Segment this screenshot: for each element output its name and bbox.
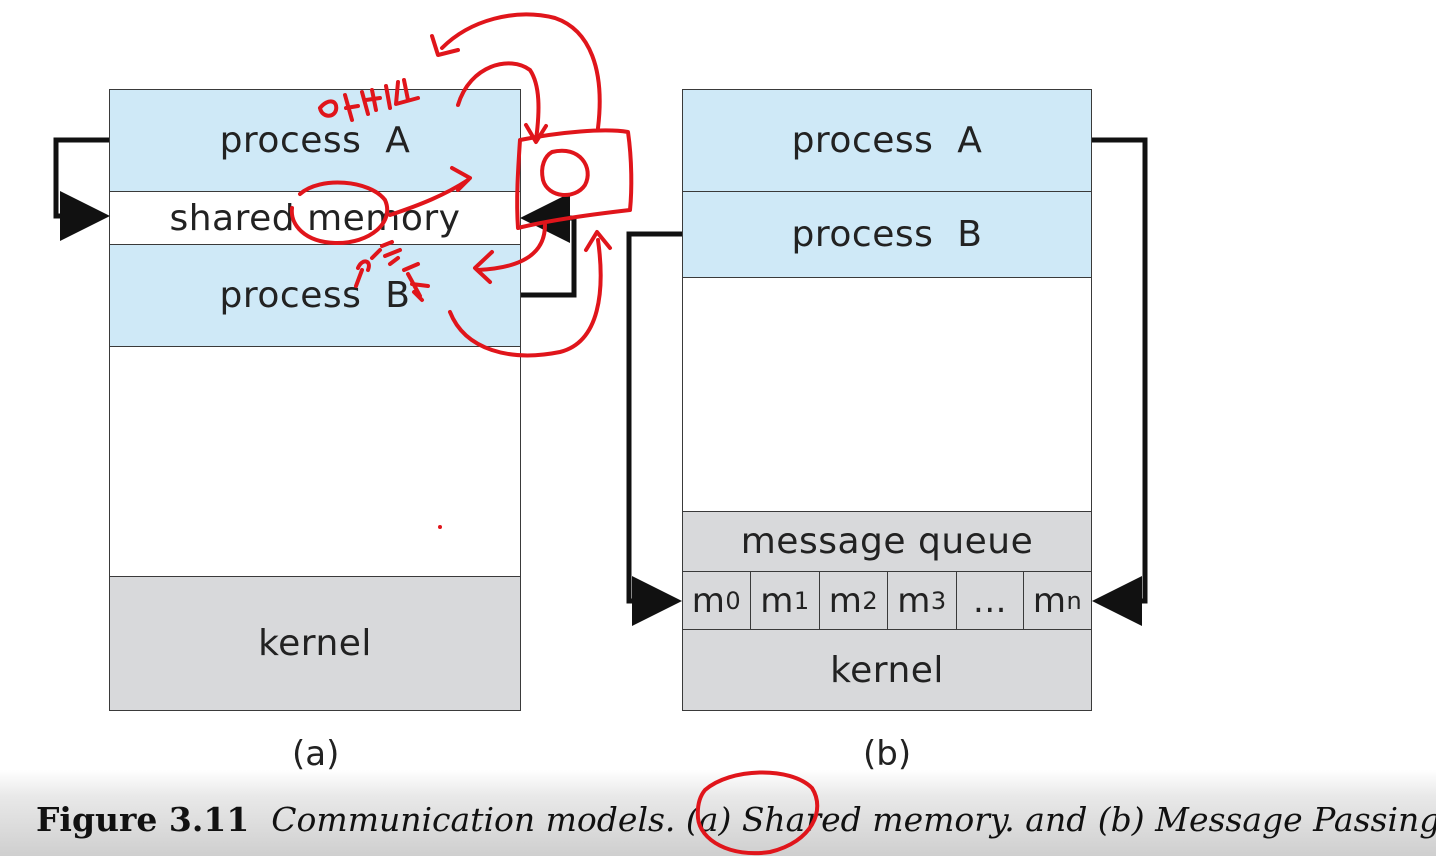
panel-a-process-a-label: process A	[219, 120, 411, 161]
annotation-arrowhead-top	[430, 34, 460, 57]
queue-cell-subscript: 2	[862, 586, 879, 615]
panel-b-process-b-label: process B	[791, 214, 983, 255]
panel-b-process-b: process B	[682, 191, 1092, 278]
annotation-arrowhead-memory	[450, 166, 472, 192]
handwritten-annotations	[289, 12, 634, 358]
panel-a-label: (a)	[292, 734, 340, 774]
annotation-lock-box	[515, 128, 634, 230]
annotation-scribble-top	[318, 78, 420, 122]
queue-cell-base: m	[1032, 580, 1067, 621]
queue-cell-subscript: 3	[930, 586, 947, 615]
figure-caption-text: Communication models. (a) Shared memory.…	[271, 800, 1436, 839]
queue-cell-base: m	[691, 580, 726, 621]
figure-caption: Figure 3.11 Communication models. (a) Sha…	[36, 800, 1436, 839]
queue-cell: ...	[956, 571, 1024, 630]
panel-b-message-queue: message queue	[682, 511, 1092, 572]
annotation-arrow-a-to-lock	[456, 61, 541, 142]
queue-cell-base: ...	[973, 580, 1007, 621]
panel-a-shared-memory: shared memory	[109, 191, 521, 245]
annotation-arrowhead-bottom	[584, 230, 612, 252]
panel-a-process-a: process A	[109, 89, 521, 192]
panel-a-kernel-label: kernel	[258, 623, 372, 664]
annotation-arrow-bottom-loop	[448, 238, 603, 358]
annotation-arrow-lock-to-b	[476, 223, 547, 272]
annotation-lock-circle	[540, 148, 590, 197]
queue-cell-subscript: 0	[725, 586, 742, 615]
queue-cell-base: m	[897, 580, 931, 621]
panel-a-shared-memory-label: shared memory	[169, 197, 461, 239]
panel-b-process-a: process A	[682, 89, 1092, 192]
queue-cell-base: m	[760, 580, 794, 621]
queue-cell-subscript: n	[1066, 586, 1083, 615]
arrow-a-process-a-to-shared	[53, 137, 110, 241]
panel-b-label: (b)	[863, 734, 912, 774]
panel-a-process-b: process B	[109, 244, 521, 347]
queue-cell-subscript: 1	[793, 586, 810, 615]
panel-b-kernel-label: kernel	[830, 649, 944, 691]
arrow-b-process-b-to-m0	[626, 231, 682, 626]
annotation-arrow-top-loop	[440, 12, 602, 130]
arrow-a-process-b-to-shared	[520, 193, 577, 298]
annotation-arrowhead-lock	[524, 123, 548, 144]
panel-b-process-a-label: process A	[791, 120, 983, 161]
annotation-circle-memory	[289, 180, 389, 246]
annotation-arrowhead-b	[473, 250, 494, 284]
queue-cell-base: m	[828, 580, 863, 621]
annotation-scribble-middle	[354, 240, 430, 302]
figure-number: Figure 3.11	[36, 800, 250, 839]
panel-b-message-queue-label: message queue	[740, 521, 1034, 562]
panel-b-kernel: kernel	[682, 629, 1092, 711]
panel-a-kernel: kernel	[109, 576, 521, 711]
arrow-b-process-a-to-mn	[1092, 137, 1148, 626]
annotation-dot	[438, 525, 442, 529]
panel-b-empty-region	[682, 277, 1092, 512]
panel-a-empty-region	[109, 346, 521, 577]
caption-bar	[0, 770, 1436, 856]
panel-a-process-b-label: process B	[219, 275, 411, 316]
connector-arrows	[53, 137, 1148, 626]
annotation-circle-shared	[695, 770, 820, 856]
